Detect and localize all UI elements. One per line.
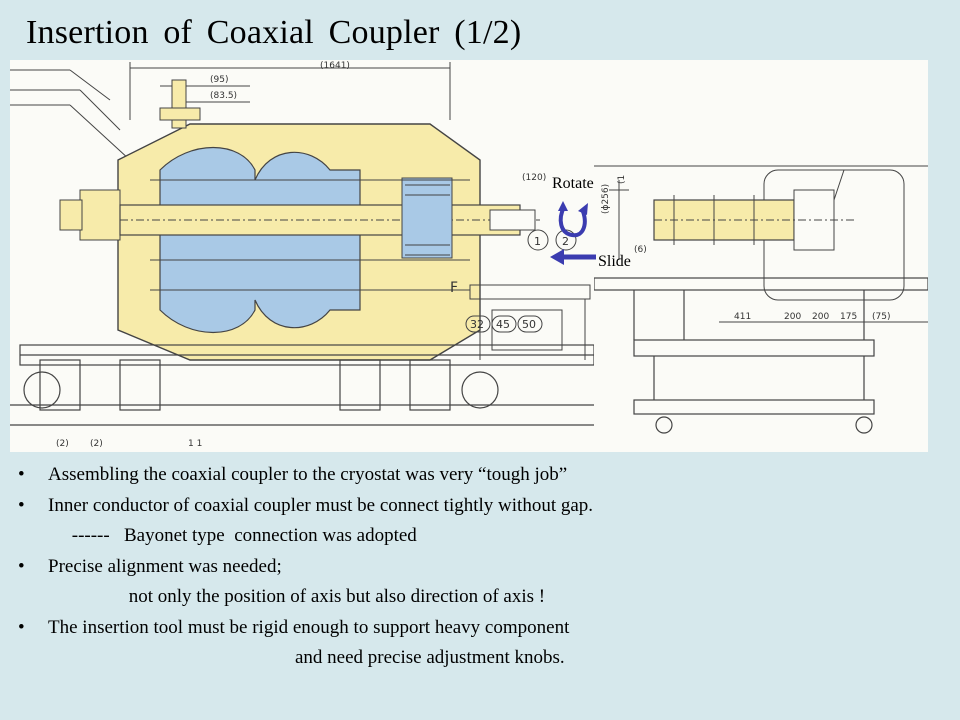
- dim-95: (95): [210, 75, 228, 85]
- svg-text:45: 45: [496, 318, 510, 331]
- insertion-tool-drawing-svg: (ϕ256) (6) (1 411 200 200 175 (75): [594, 165, 928, 434]
- bullet-item: •Inner conductor of coaxial coupler must…: [18, 494, 594, 516]
- bullet-continuation: ------ Bayonet type connection was adopt…: [48, 525, 417, 546]
- cryostat-drawing: (95) (83.5) (1641) (120) F: [10, 60, 594, 452]
- svg-text:32: 32: [470, 318, 484, 331]
- svg-text:2: 2: [562, 235, 569, 248]
- dim-83-5: (83.5): [210, 91, 237, 101]
- dim-256: (ϕ256): [601, 184, 611, 214]
- svg-text:200: 200: [812, 312, 829, 322]
- dim-1: (1: [617, 175, 627, 184]
- dim-6: (6): [634, 245, 647, 255]
- rotate-arrow-icon: [558, 206, 587, 238]
- bullet-continuation: and need precise adjustment knobs.: [48, 647, 565, 668]
- insertion-tool-drawing: (ϕ256) (6) (1 411 200 200 175 (75): [594, 60, 928, 452]
- svg-text:1 1: 1 1: [188, 439, 202, 449]
- bullet-item: •Assembling the coaxial coupler to the c…: [18, 464, 568, 485]
- bullet-item: •Precise alignment was needed;: [18, 555, 282, 577]
- cryostat-drawing-svg: (95) (83.5) (1641) (120) F: [10, 61, 594, 449]
- callout-1: [527, 229, 549, 251]
- dim-120: (120): [522, 173, 546, 183]
- rotate-slide-arrows: [550, 201, 596, 265]
- svg-text:(2): (2): [56, 439, 69, 449]
- svg-text:411: 411: [734, 312, 751, 322]
- rotate-label: Rotate: [552, 175, 594, 192]
- tool-stand: [594, 277, 928, 434]
- bullet-item: •The insertion tool must be rigid enough…: [18, 616, 570, 638]
- bullet-continuation: not only the position of axis but also d…: [48, 586, 546, 607]
- svg-text:175: 175: [840, 312, 857, 322]
- svg-text:1: 1: [534, 235, 541, 248]
- label-f: F: [450, 280, 458, 296]
- svg-text:(2): (2): [90, 439, 103, 449]
- part-labels: 32 45 50: [465, 315, 543, 333]
- svg-text:50: 50: [522, 318, 536, 331]
- slide-label: Slide: [598, 253, 631, 270]
- svg-text:200: 200: [784, 312, 801, 322]
- bullet-list: •Assembling the coaxial coupler to the c…: [18, 460, 593, 674]
- slide-title: Insertion of Coaxial Coupler (1/2): [26, 14, 522, 51]
- cavity: [159, 146, 361, 334]
- svg-text:(75): (75): [872, 312, 890, 322]
- base-frame: [10, 344, 594, 426]
- dim-1641: (1641): [320, 61, 350, 71]
